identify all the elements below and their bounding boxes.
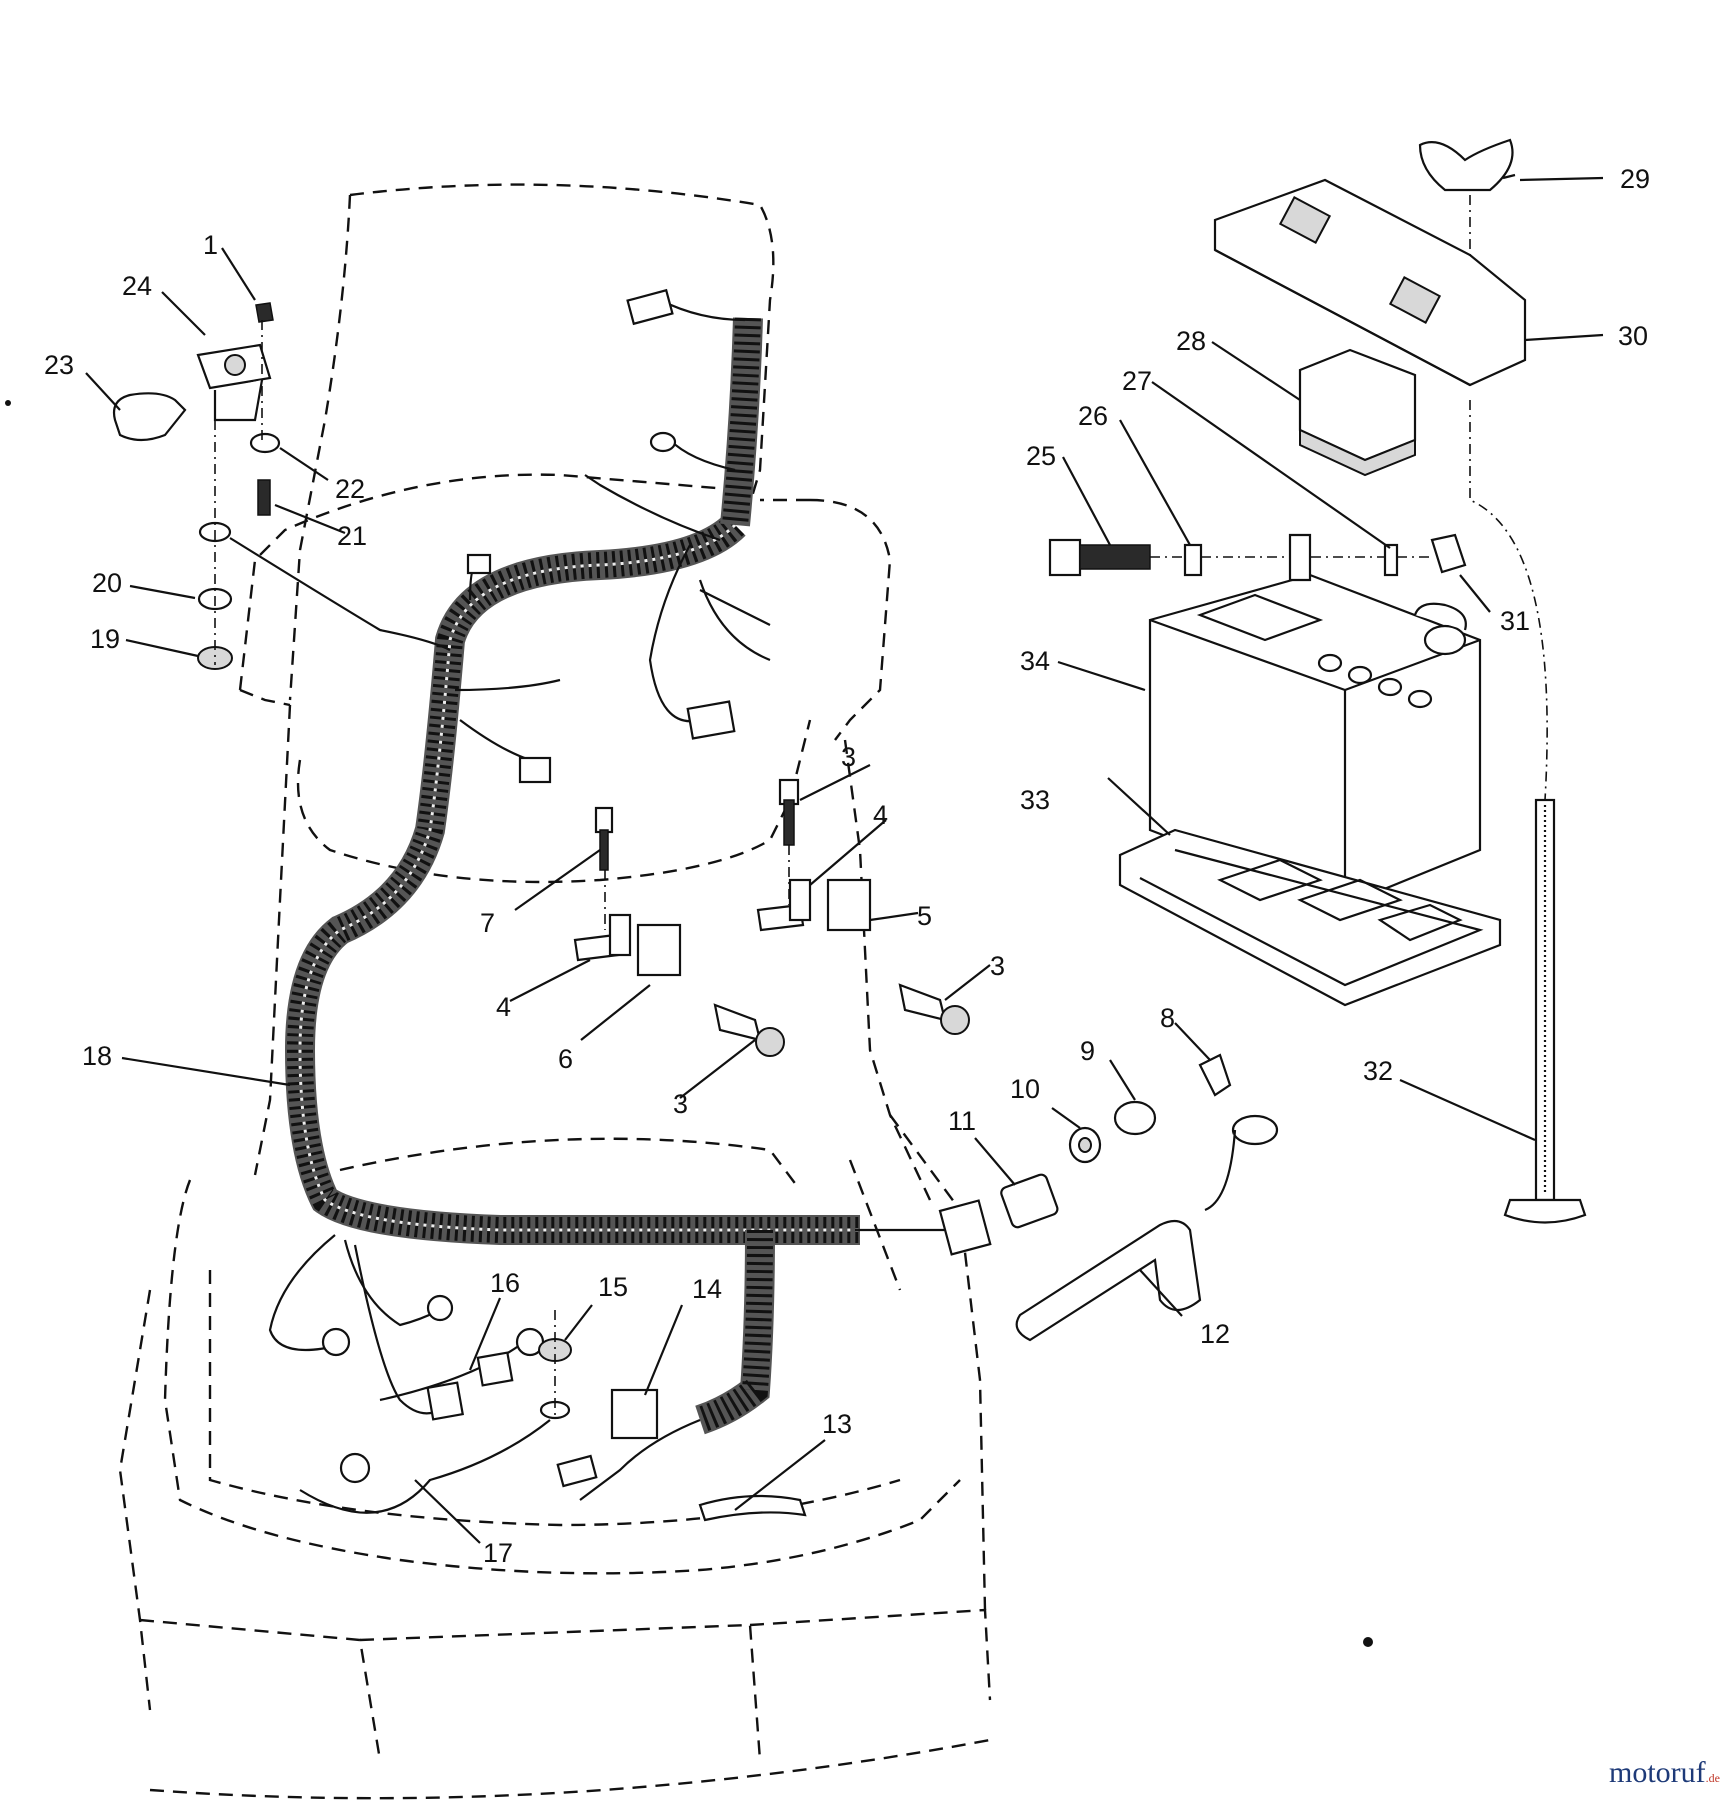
lower-parts — [538, 1310, 807, 1522]
callout-20: 20 — [92, 568, 122, 598]
battery-assembly — [1048, 138, 1587, 1224]
nut-19 — [197, 646, 233, 670]
callout-4a: 4 — [873, 800, 888, 830]
callout-27: 27 — [1122, 366, 1152, 396]
callout-16: 16 — [490, 1268, 520, 1298]
bolt-25-head — [1048, 538, 1082, 577]
callout-3b: 3 — [990, 951, 1005, 981]
switch-14 — [610, 1388, 659, 1440]
tube-end-12 — [1231, 1114, 1279, 1146]
callout-34: 34 — [1020, 646, 1050, 676]
ignition-group — [1000, 1053, 1279, 1342]
bolt-25 — [1079, 544, 1151, 570]
callout-6: 6 — [558, 1044, 573, 1074]
key-8 — [1198, 1053, 1232, 1097]
callout-28: 28 — [1176, 326, 1206, 356]
boot-23 — [112, 392, 187, 442]
tie-13 — [698, 1494, 807, 1522]
callout-10: 10 — [1010, 1074, 1040, 1104]
callout-26: 26 — [1078, 401, 1108, 431]
switch-5 — [826, 878, 872, 932]
callout-11: 11 — [948, 1106, 976, 1136]
callout-31: 31 — [1500, 606, 1530, 636]
watermark-name: motoruf — [1609, 1756, 1706, 1789]
watermark-suffix: .de — [1705, 1771, 1720, 1785]
washer-22 — [249, 432, 281, 454]
nut-1 — [255, 302, 274, 323]
harness-branches — [268, 288, 992, 1514]
bezel-9 — [1113, 1100, 1157, 1136]
stray-dot-2 — [1363, 1637, 1373, 1647]
solenoid-group — [112, 302, 451, 670]
wing-nut-29 — [1418, 138, 1514, 192]
tube-bend-12 — [1204, 1129, 1237, 1212]
callout-19: 19 — [90, 624, 120, 654]
callout-9: 9 — [1080, 1036, 1095, 1066]
callout-15: 15 — [598, 1272, 628, 1302]
callout-32: 32 — [1363, 1056, 1393, 1086]
callout-24: 24 — [122, 271, 152, 301]
callout-29: 29 — [1620, 164, 1650, 194]
screw-7 — [594, 806, 614, 834]
washer-27 — [1383, 543, 1399, 577]
callout-1: 1 — [203, 230, 218, 260]
callout-4b: 4 — [496, 992, 511, 1022]
callout-5: 5 — [917, 901, 932, 931]
callout-13: 13 — [822, 1409, 852, 1439]
tractor-outline — [118, 183, 992, 1800]
callout-17: 17 — [483, 1538, 513, 1568]
callout-14: 14 — [692, 1274, 722, 1304]
holddown-bracket-30 — [1213, 178, 1527, 387]
callout-labels: 1 3 3 3 4 4 5 6 7 8 9 10 11 12 13 14 15 … — [44, 164, 1650, 1568]
callout-25: 25 — [1026, 441, 1056, 471]
callout-33: 33 — [1020, 785, 1050, 815]
callout-23: 23 — [44, 350, 74, 380]
interlock-switches — [573, 778, 970, 1057]
callout-8: 8 — [1160, 1003, 1175, 1033]
stray-dot — [5, 400, 11, 406]
callout-3c: 3 — [673, 1089, 688, 1119]
callout-7: 7 — [480, 908, 495, 938]
screw-21 — [257, 479, 271, 516]
tube-12 — [1015, 1219, 1202, 1342]
site-watermark: motoruf.de — [1609, 1756, 1720, 1790]
leader-lines — [85, 173, 1604, 1544]
ignition-switch-11 — [1000, 1173, 1059, 1229]
wiring-harness-18 — [284, 317, 860, 1435]
callout-22: 22 — [335, 474, 365, 504]
switch-6 — [636, 923, 682, 977]
callout-12: 12 — [1200, 1319, 1230, 1349]
callout-18: 18 — [82, 1041, 112, 1071]
callout-3a: 3 — [841, 742, 856, 772]
spacer-26 — [1183, 543, 1203, 577]
nut-31 — [1430, 533, 1467, 574]
callout-30: 30 — [1618, 321, 1648, 351]
callout-21: 21 — [337, 521, 367, 551]
